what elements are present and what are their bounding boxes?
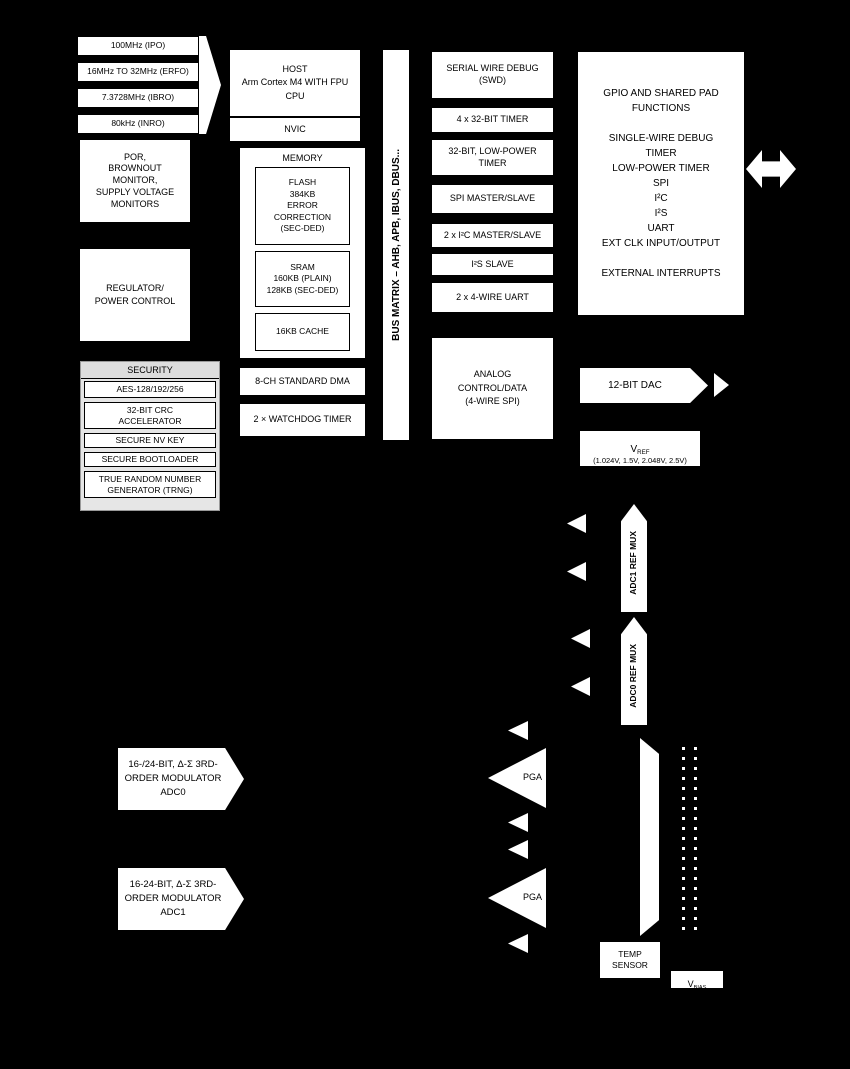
- vref-box: VREF (1.024V, 1.5V, 2.048V, 2.5V): [580, 431, 700, 466]
- adc0-ref-mux-label: ADC0 REF MUX: [628, 644, 639, 708]
- security-item-crc: 32-BIT CRC ACCELERATOR: [84, 402, 216, 429]
- security-block: SECURITY AES-128/192/256 32-BIT CRC ACCE…: [80, 361, 220, 511]
- security-item-aes: AES-128/192/256: [84, 381, 216, 398]
- analog-input-mux-icon: [640, 738, 659, 936]
- memory-block: MEMORY FLASH 384KB ERROR CORRECTION (SEC…: [240, 148, 365, 358]
- security-item-bootloader: SECURE BOOTLOADER: [84, 452, 216, 467]
- uart-box: 2 x 4-WIRE UART: [432, 283, 553, 312]
- vbias-box: VBIAS: [671, 971, 723, 991]
- watchdog-box: 2 × WATCHDOG TIMER: [240, 404, 365, 436]
- security-item-trng: TRUE RANDOM NUMBER GENERATOR (TRNG): [84, 471, 216, 498]
- bidirectional-arrow-icon: [746, 150, 796, 188]
- buffer-triangle-icon: [567, 514, 586, 533]
- adc0-ref-mux: ADC0 REF MUX: [621, 617, 647, 725]
- vbias-label: VBIAS: [687, 978, 707, 991]
- signal-triangle-icon: [508, 934, 528, 953]
- adc1-modulator-box: 16-24-BIT, Δ-Σ 3RD- ORDER MODULATOR ADC1: [118, 868, 244, 930]
- buffer-triangle-icon: [567, 562, 586, 581]
- adc1-ref-mux: ADC1 REF MUX: [621, 504, 647, 612]
- por-monitor-box: POR, BROWNOUT MONITOR, SUPPLY VOLTAGE MO…: [80, 140, 190, 222]
- security-title: SECURITY: [81, 362, 219, 379]
- input-channel-dots: [682, 747, 685, 931]
- buffer-triangle-icon: [571, 629, 590, 648]
- sram-box: SRAM 160KB (PLAIN) 128KB (SEC-DED): [255, 251, 350, 307]
- vref-label: VREF: [630, 443, 650, 456]
- host-cpu-box: HOST Arm Cortex M4 WITH FPU CPU: [230, 50, 360, 116]
- spi-box: SPI MASTER/SLAVE: [432, 185, 553, 213]
- vref-values: (1.024V, 1.5V, 2.048V, 2.5V): [593, 456, 687, 466]
- adc1-ref-mux-label: ADC1 REF MUX: [628, 531, 639, 595]
- regulator-box: REGULATOR/ POWER CONTROL: [80, 249, 190, 341]
- pga0-triangle: PGA: [488, 748, 546, 808]
- clock-collector-arrow-icon: [199, 36, 221, 134]
- input-channel-dots: [694, 747, 697, 931]
- pga1-triangle: PGA: [488, 868, 546, 928]
- i2s-box: I²S SLAVE: [432, 254, 553, 275]
- clock-source-erfo: 16MHz TO 32MHz (ERFO): [78, 63, 198, 81]
- nvic-box: NVIC: [230, 118, 360, 141]
- security-item-nvkey: SECURE NV KEY: [84, 433, 216, 448]
- swd-box: SERIAL WIRE DEBUG (SWD): [432, 52, 553, 98]
- clock-source-inro: 80kHz (INRO): [78, 115, 198, 133]
- flash-box: FLASH 384KB ERROR CORRECTION (SEC-DED): [255, 167, 350, 245]
- dac-output-triangle-icon: [714, 373, 729, 397]
- adc0-modulator-box: 16-/24-BIT, Δ-Σ 3RD- ORDER MODULATOR ADC…: [118, 748, 244, 810]
- signal-triangle-icon: [508, 813, 528, 832]
- signal-triangle-icon: [508, 721, 528, 740]
- bus-matrix-label: BUS MATRIX – AHB, APB, IBUS, DBUS...: [390, 149, 402, 341]
- i2c-box: 2 x I²C MASTER/SLAVE: [432, 224, 553, 247]
- temp-sensor-box: TEMP SENSOR: [600, 942, 660, 978]
- lp-timer-box: 32-BIT, LOW-POWER TIMER: [432, 140, 553, 175]
- memory-title: MEMORY: [282, 153, 323, 163]
- buffer-triangle-icon: [571, 677, 590, 696]
- clock-source-ibro: 7.3728MHz (IBRO): [78, 89, 198, 107]
- clock-source-ipo: 100MHz (IPO): [78, 37, 198, 55]
- dma-box: 8-CH STANDARD DMA: [240, 368, 365, 395]
- analog-ctrl-box: ANALOG CONTROL/DATA (4-WIRE SPI): [432, 338, 553, 439]
- gpio-box: GPIO AND SHARED PAD FUNCTIONS SINGLE-WIR…: [578, 52, 744, 315]
- bus-matrix-bar: BUS MATRIX – AHB, APB, IBUS, DBUS...: [383, 50, 409, 440]
- cache-box: 16KB CACHE: [255, 313, 350, 351]
- timer-box: 4 x 32-BIT TIMER: [432, 108, 553, 132]
- dac-box: 12-BIT DAC: [580, 368, 708, 403]
- signal-triangle-icon: [508, 840, 528, 859]
